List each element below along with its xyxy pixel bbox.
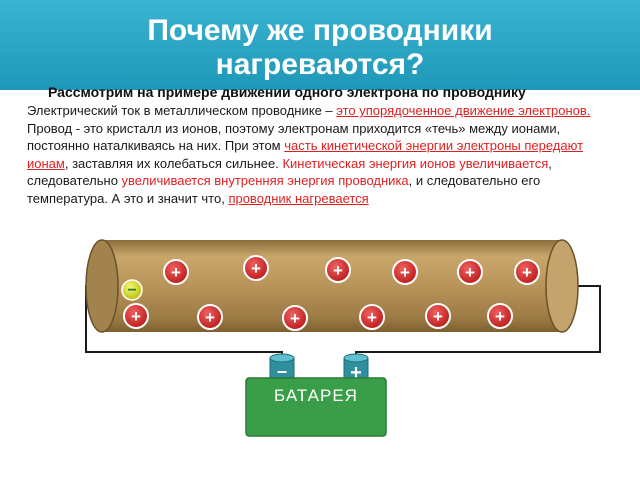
svg-text:−: −: [277, 362, 288, 382]
svg-text:+: +: [350, 362, 362, 384]
slide-subtitle: Рассмотрим на примере движении одного эл…: [48, 84, 526, 100]
svg-text:+: +: [290, 309, 300, 328]
conductor-body: [102, 240, 562, 332]
ion: +: [163, 259, 189, 285]
electron: −: [121, 279, 143, 301]
svg-text:+: +: [465, 263, 475, 282]
ion: +: [425, 303, 451, 329]
svg-text:+: +: [333, 261, 343, 280]
highlighted-segment: проводник нагревается: [228, 190, 369, 206]
svg-text:+: +: [205, 308, 215, 327]
ion: +: [392, 259, 418, 285]
text-segment: , заставляя их колебаться сильнее.: [64, 155, 283, 171]
ion: +: [197, 304, 223, 330]
svg-text:+: +: [251, 259, 261, 278]
title-banner: [0, 0, 640, 90]
ion: +: [123, 303, 149, 329]
ions: + + + + + + + + + + + +: [123, 255, 540, 331]
slide-title: Почему же проводники нагреваются?: [0, 14, 640, 82]
battery-label: БАТАРЕЯ: [274, 386, 358, 405]
highlighted-segment: Кинетическая энергия ионов увеличивается: [282, 155, 549, 171]
svg-text:+: +: [367, 308, 377, 327]
conductor-right-end: [545, 239, 579, 333]
ion: +: [243, 255, 269, 281]
svg-text:+: +: [433, 307, 443, 326]
text-segment: Провод - это кристалл из ионов, поэтому …: [27, 120, 561, 154]
svg-text:+: +: [522, 263, 532, 282]
highlighted-segment: часть кинетической энергии электроны пер…: [27, 138, 584, 171]
svg-text:+: +: [400, 263, 410, 282]
svg-text:−: −: [127, 282, 136, 299]
highlighted-segment: это упорядоченное движение электронов.: [336, 103, 591, 118]
text-segment: Электрический ток в металлическом провод…: [27, 103, 337, 118]
text-segment: , следовательно: [27, 155, 552, 189]
svg-text:+: +: [131, 307, 141, 326]
conductor-left-end: [85, 239, 119, 333]
ion: +: [325, 257, 351, 283]
ion: +: [457, 259, 483, 285]
ion: +: [514, 259, 540, 285]
slide-title-line-1: Почему же проводники: [147, 14, 493, 47]
ion: +: [359, 304, 385, 330]
highlighted-segment: увеличивается внутренняя энергия проводн…: [121, 173, 409, 188]
slide-title-line-2: нагреваются?: [215, 48, 425, 81]
ion: +: [282, 305, 308, 331]
ion: +: [487, 303, 513, 329]
battery-positive-terminal: +: [343, 353, 369, 384]
explanation-paragraph: Электрический ток в металлическом провод…: [27, 102, 612, 207]
svg-text:+: +: [495, 307, 505, 326]
svg-text:+: +: [171, 263, 181, 282]
text-segment: , и следовательно его температура. А это…: [27, 173, 541, 206]
battery-body: [245, 377, 387, 437]
